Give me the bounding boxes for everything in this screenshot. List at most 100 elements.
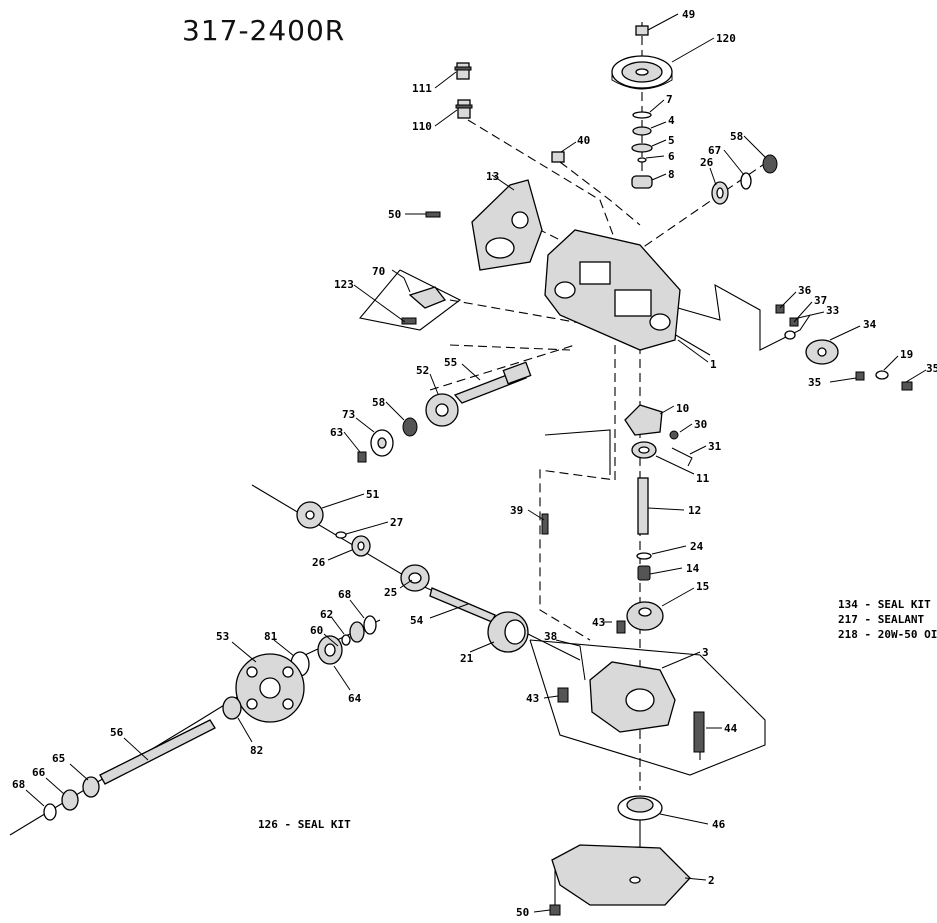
callout-63: 63: [330, 426, 343, 439]
fitting-111: [454, 62, 472, 80]
callout-62: 62: [320, 608, 333, 621]
shaft-54: [429, 587, 496, 623]
callout-35: 35: [808, 376, 821, 389]
callout-52: 52: [416, 364, 429, 377]
bearing-26-upper: [711, 181, 729, 205]
block-15: [626, 601, 664, 631]
callout-5: 5: [668, 134, 675, 147]
callout-53: 53: [216, 630, 229, 643]
callout-51: 51: [366, 488, 380, 501]
callout-11: 11: [696, 472, 710, 485]
washer-24: [636, 552, 652, 560]
gear-53: [235, 653, 305, 723]
callout-58-upper: 58: [730, 130, 743, 143]
bearing-25: [400, 564, 430, 592]
washer-stack: [631, 111, 653, 189]
bearing-64: [317, 635, 343, 665]
callout-82: 82: [250, 744, 263, 757]
callout-13: 13: [486, 170, 499, 183]
callout-64: 64: [348, 692, 362, 705]
callout-50-upper: 50: [388, 208, 401, 221]
swashplate-10: [624, 404, 663, 436]
callout-60: 60: [310, 624, 323, 637]
pin-30-31: [669, 430, 693, 467]
ring-67: [740, 172, 752, 190]
callout-43-upper: 43: [592, 616, 605, 629]
pin-39: [541, 513, 549, 535]
assembly-lines: [9, 22, 811, 905]
diagram-title: 317-2400R: [182, 14, 346, 47]
ring-63: [357, 451, 367, 463]
bearing-26-lower: [351, 535, 371, 557]
bolt-50-upper: [425, 211, 441, 218]
callout-50-lower: 50: [516, 906, 529, 919]
callout-35-right: 35: [926, 362, 937, 375]
callout-65: 65: [52, 752, 65, 765]
callout-24: 24: [690, 540, 704, 553]
leader-lines: [25, 13, 927, 913]
callout-33: 33: [826, 304, 839, 317]
nut-49: [635, 25, 649, 36]
pulley-120: [611, 55, 673, 90]
callout-55: 55: [444, 356, 457, 369]
callout-10: 10: [676, 402, 689, 415]
callout-39: 39: [510, 504, 523, 517]
callout-73: 73: [342, 408, 355, 421]
cover-13: [471, 179, 543, 271]
callout-44: 44: [724, 722, 738, 735]
callout-38: 38: [544, 630, 557, 643]
callout-34: 34: [863, 318, 877, 331]
callout-31: 31: [708, 440, 722, 453]
pin-27: [335, 531, 347, 539]
callout-26-upper: 26: [700, 156, 714, 169]
bearings-65-66-68: [43, 776, 100, 821]
shaft-55: [453, 361, 532, 404]
shaft-56: [99, 719, 216, 785]
callout-27: 27: [390, 516, 403, 529]
callout-2: 2: [708, 874, 715, 887]
bolt-44: [693, 711, 705, 753]
callout-4: 4: [668, 114, 675, 127]
nut-40: [551, 151, 565, 163]
callout-111: 111: [412, 82, 432, 95]
housing-3: [557, 620, 676, 733]
callout-54: 54: [410, 614, 424, 627]
callout-49: 49: [682, 8, 695, 21]
gear-52: [425, 393, 459, 427]
note-oil-218: 218 - 20W-50 OI: [838, 628, 937, 641]
shaft-12: [637, 477, 649, 535]
callout-68-mid: 68: [338, 588, 351, 601]
callout-123: 123: [334, 278, 354, 291]
seal-58-upper: [762, 154, 778, 174]
callout-8: 8: [668, 168, 675, 181]
bearing-82: [222, 696, 242, 720]
callout-120: 120: [716, 32, 736, 45]
spring-14: [637, 565, 651, 581]
rings-68-62-60: [341, 615, 377, 646]
callout-6: 6: [668, 150, 675, 163]
washer-73: [370, 429, 394, 457]
note-seal-kit-134: 134 - SEAL KIT: [838, 598, 931, 611]
callout-14: 14: [686, 562, 700, 575]
callout-labels: 49 120 111 110 40 7 4 5 6 8 26 67 58 13 …: [12, 8, 937, 919]
callout-37: 37: [814, 294, 827, 307]
callout-36: 36: [798, 284, 812, 297]
note-seal-kit-126: 126 - SEAL KIT: [258, 818, 351, 831]
cover-2: [551, 844, 691, 906]
callout-43-lower: 43: [526, 692, 539, 705]
callout-40: 40: [577, 134, 590, 147]
callout-66: 66: [32, 766, 46, 779]
callout-15: 15: [696, 580, 709, 593]
gear-51: [296, 501, 324, 529]
callout-110: 110: [412, 120, 432, 133]
callout-70: 70: [372, 265, 385, 278]
callout-1: 1: [710, 358, 717, 371]
callout-21: 21: [460, 652, 474, 665]
bearing-11: [631, 441, 657, 459]
callout-12: 12: [688, 504, 701, 517]
fitting-110: [455, 99, 473, 119]
callout-3: 3: [702, 646, 709, 659]
callout-68-lower: 68: [12, 778, 25, 791]
callout-19: 19: [900, 348, 913, 361]
